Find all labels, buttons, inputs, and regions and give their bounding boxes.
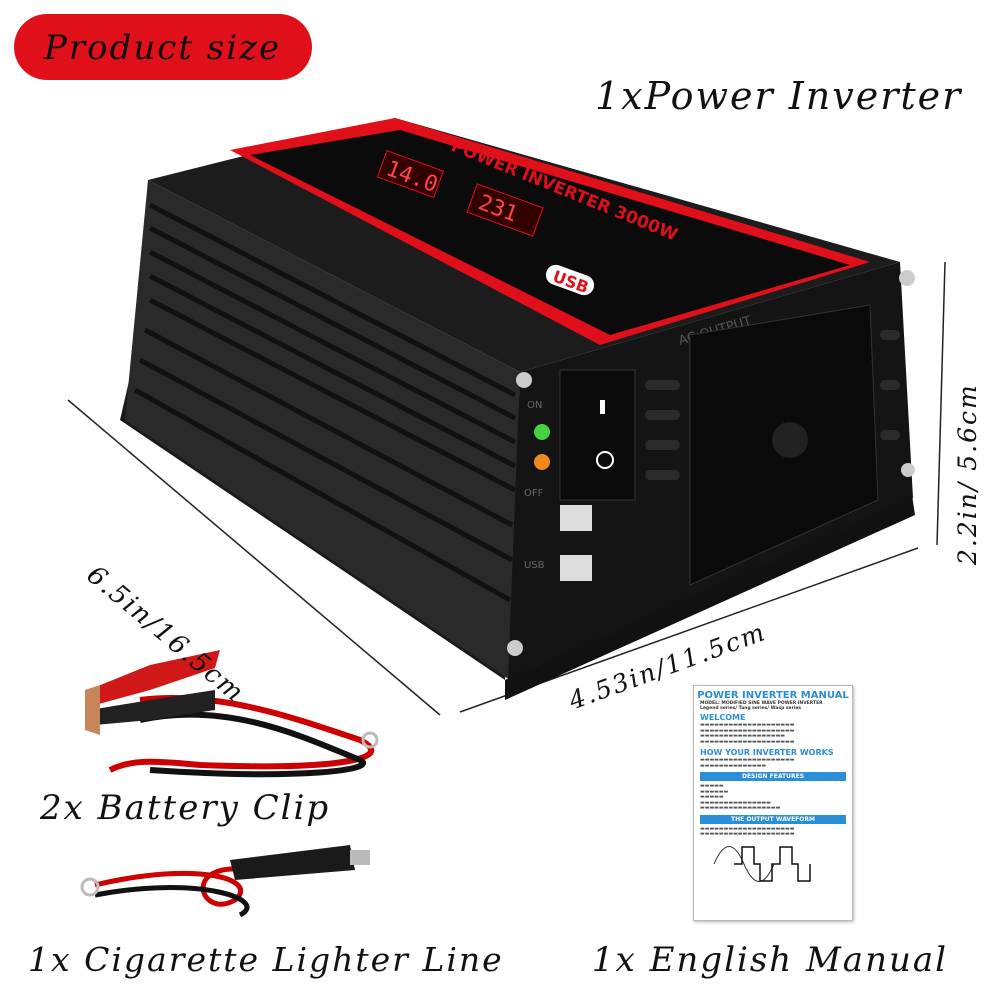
battery-clips-illustration — [85, 650, 379, 778]
waveform-graphic — [713, 845, 811, 882]
lighter-cable-illustration — [80, 845, 370, 918]
power-switch[interactable] — [559, 369, 636, 501]
on-indicator — [534, 424, 550, 440]
usb-port-1[interactable] — [560, 505, 592, 531]
on-label: ON — [527, 400, 542, 411]
manual-model: MODEL: MODIFIED SINE WAVE POWER INVERTER — [700, 701, 823, 706]
manual-label: 1x English Manual — [592, 940, 949, 980]
screws — [507, 270, 915, 656]
english-manual: POWER INVERTER MANUAL MODEL: MODIFIED SI… — [693, 685, 853, 921]
height-dimension-line — [936, 261, 946, 546]
usb-label: USB — [524, 560, 545, 571]
side-fins — [125, 180, 520, 680]
product-size-badge: Product size — [14, 14, 312, 80]
lighter-line-label: 1x Cigarette Lighter Line — [28, 940, 504, 979]
inverter-label: 1xPower Inverter — [595, 74, 963, 118]
off-label: OFF — [524, 488, 544, 499]
badge-label: Product size — [44, 28, 282, 68]
manual-title: POWER INVERTER MANUAL — [697, 690, 849, 701]
manual-design-features: DESIGN FEATURES — [700, 772, 846, 781]
usb-port-2[interactable] — [560, 555, 592, 581]
battery-clip-label: 2x Battery Clip — [40, 788, 331, 828]
manual-welcome: WELCOME — [700, 713, 746, 722]
height-label: 2.2in/ 5.6cm — [953, 383, 982, 565]
manual-series: Legend series/ Tang series/ Wasp series — [700, 706, 802, 711]
manual-output-waveform: THE OUTPUT WAVEFORM — [700, 814, 846, 824]
manual-how-it-works: HOW YOUR INVERTER WORKS — [700, 748, 834, 757]
off-indicator — [534, 454, 550, 470]
length-dimension-line — [67, 399, 441, 716]
